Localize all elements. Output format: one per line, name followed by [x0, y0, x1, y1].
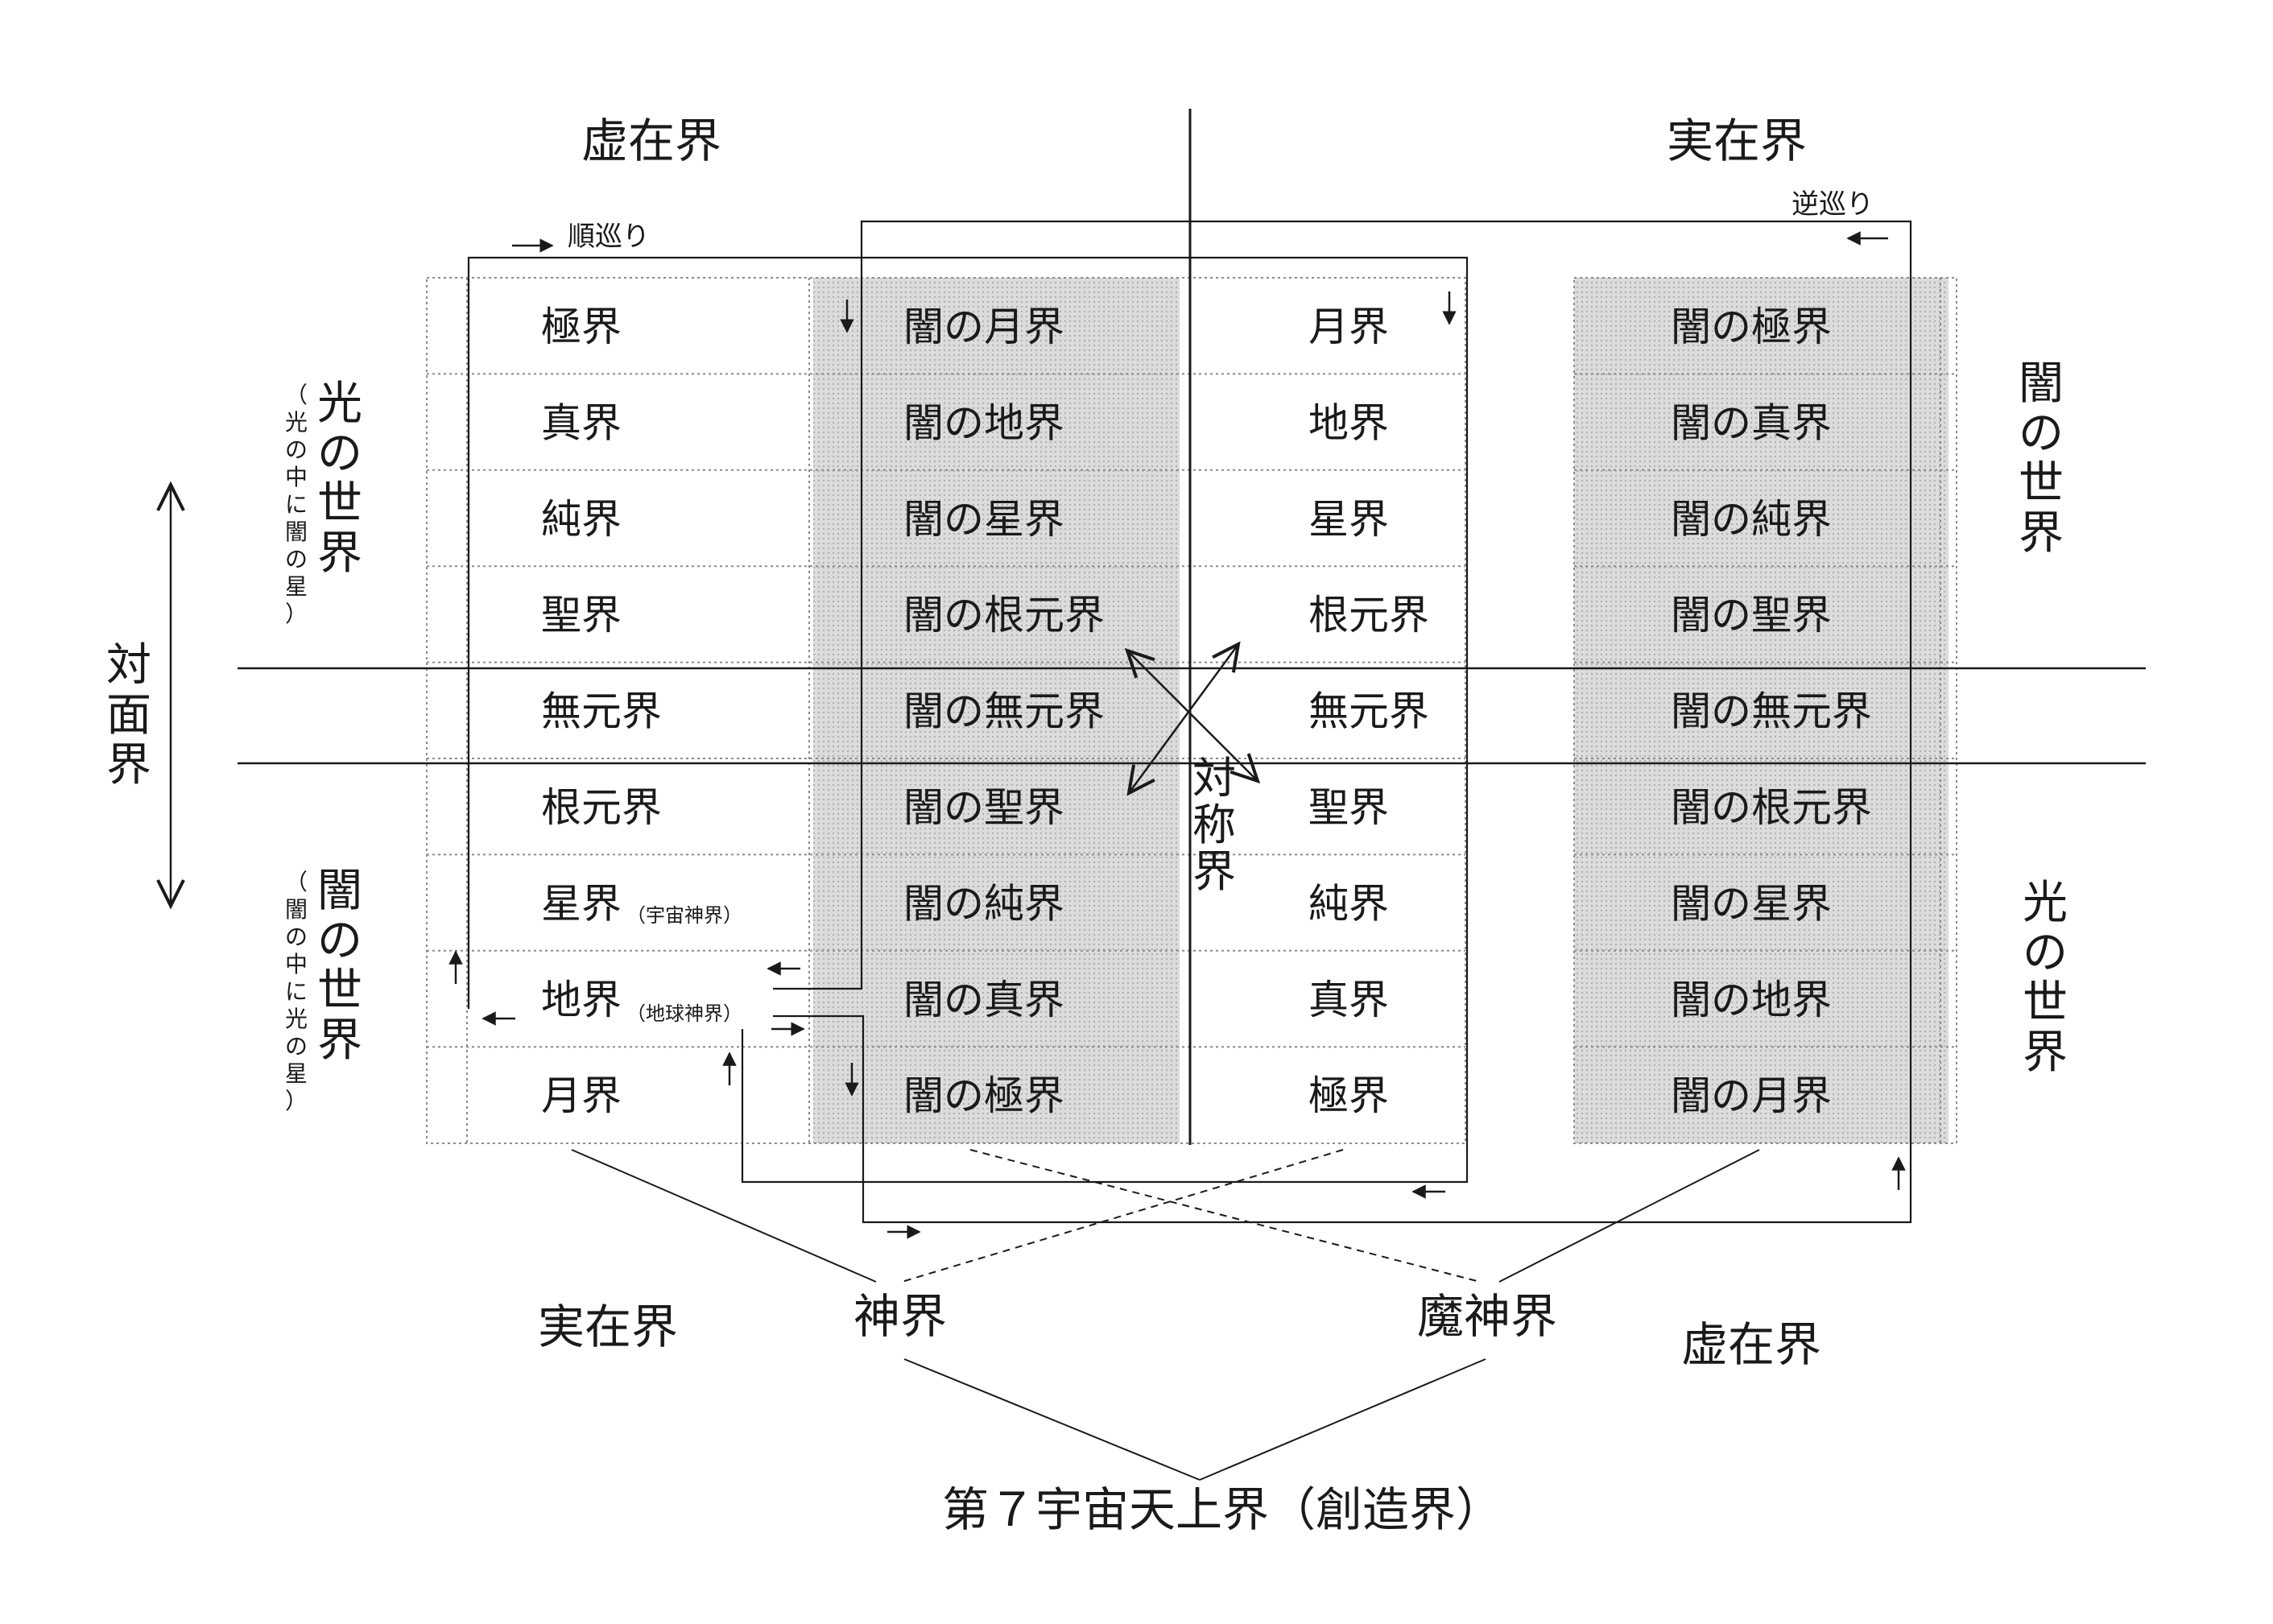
facing-realm-label: 対面界 — [106, 639, 151, 791]
symmetry-cross-icon — [1127, 644, 1258, 793]
col3-cell: 星界 — [1308, 496, 1389, 543]
top-left-label: 虚在界 — [581, 114, 721, 168]
left-bottom-world-note: （闇の中に光の星） — [285, 869, 308, 1114]
col3-cell: 地界 — [1308, 399, 1389, 446]
col3-cell: 聖界 — [1308, 784, 1389, 831]
right-bottom-world-label: 光の世界 — [2023, 877, 2068, 1079]
forward-circulation-label: 順巡り — [568, 221, 650, 253]
left-top-world-label: 光の世界 — [317, 378, 362, 580]
demon-realm-label: 魔神界 — [1417, 1289, 1557, 1344]
table-grid — [426, 277, 1957, 1144]
col2-cell: 闇の極界 — [903, 1072, 1064, 1119]
right-top-world-label: 闇の世界 — [2019, 357, 2064, 560]
col1-cell: 極界 — [541, 304, 622, 350]
bottom-connectors — [571, 1149, 1760, 1481]
col1-cell: 地界 — [541, 977, 622, 1023]
left-top-world-note: （光の中に闇の星） — [285, 382, 308, 627]
col4-cell: 闇の星界 — [1671, 880, 1832, 927]
col2-cell: 闇の地界 — [903, 399, 1064, 446]
col4-cell: 闇の月界 — [1671, 1072, 1832, 1119]
symmetry-realm-label: 対称界 — [1192, 753, 1236, 897]
bottom-right-label: 虚在界 — [1681, 1317, 1821, 1372]
col1-cell: 真界 — [541, 399, 622, 446]
col1-cell: 根元界 — [541, 784, 662, 831]
col1-cell: 星界 — [541, 880, 622, 927]
circulation-loops — [467, 220, 1912, 1224]
star-realm-note: （宇宙神界） — [626, 904, 742, 927]
col4-cell: 闇の地界 — [1671, 977, 1832, 1023]
col2-cell: 闇の月界 — [903, 304, 1064, 350]
left-bottom-world-label: 闇の世界 — [317, 865, 362, 1067]
col2-cell: 闇の聖界 — [903, 784, 1064, 831]
col3-cell: 純界 — [1308, 880, 1389, 927]
col3-cell: 根元界 — [1308, 592, 1429, 638]
col2-cell: 闇の純界 — [903, 880, 1064, 927]
col4-cell: 闇の真界 — [1671, 399, 1832, 446]
col4-cell: 闇の根元界 — [1671, 784, 1872, 831]
col1-cell: 聖界 — [541, 592, 622, 638]
flow-arrows — [448, 231, 1906, 1239]
earth-realm-note: （地球神界） — [626, 1002, 742, 1025]
shade-col2 — [813, 278, 1180, 1143]
col4-cell: 闇の聖界 — [1671, 592, 1832, 638]
col2-cell: 闇の無元界 — [903, 688, 1105, 735]
col3-cell: 真界 — [1308, 977, 1389, 1023]
top-right-label: 実在界 — [1667, 114, 1807, 168]
col3-cell: 月界 — [1308, 304, 1389, 350]
bottom-dashed-connectors — [901, 1149, 1481, 1283]
creation-realm-label: 第７宇宙天上界（創造界） — [942, 1482, 1502, 1537]
bottom-left-label: 実在界 — [538, 1300, 678, 1354]
col4-cell: 闇の無元界 — [1671, 688, 1872, 735]
col3-cell: 無元界 — [1308, 688, 1429, 735]
col1-cell: 純界 — [541, 496, 622, 543]
col1-cell: 月界 — [541, 1072, 622, 1119]
col3-cell: 極界 — [1308, 1072, 1389, 1119]
col4-cell: 闇の純界 — [1671, 496, 1832, 543]
col4-cell: 闇の極界 — [1671, 304, 1832, 350]
god-realm-label: 神界 — [853, 1289, 947, 1344]
col2-cell: 闇の星界 — [903, 496, 1064, 543]
col2-cell: 闇の真界 — [903, 977, 1064, 1023]
col2-cell: 闇の根元界 — [903, 592, 1105, 638]
row-dividers — [427, 373, 1957, 1048]
shade-col4 — [1574, 278, 1949, 1143]
col1-cell: 無元界 — [541, 688, 662, 735]
reverse-circulation-label: 逆巡り — [1792, 188, 1874, 221]
